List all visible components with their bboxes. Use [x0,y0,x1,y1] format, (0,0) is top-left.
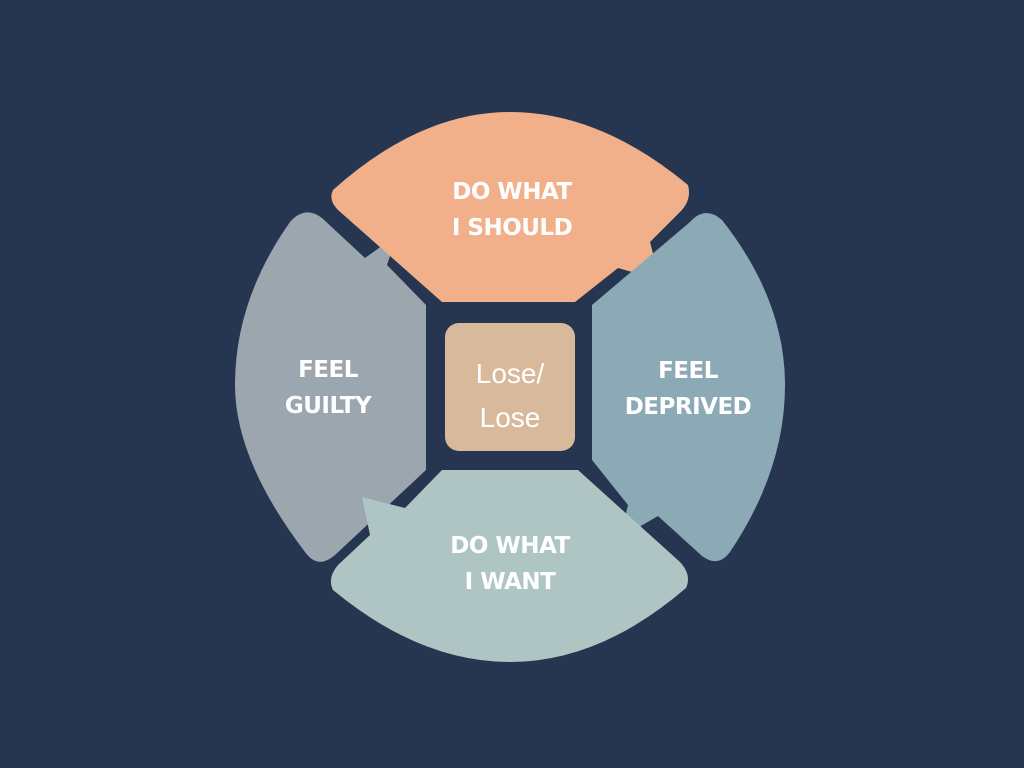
segment-do-what-i-should [331,112,689,302]
label-top-line-2: I SHOULD [452,215,572,241]
label-center-line-1: Lose/ [476,358,545,389]
label-left-line-1: FEEL [298,357,359,383]
label-center-line-2: Lose [480,402,541,433]
label-do-what-i-should: DO WHAT I SHOULD [452,179,573,241]
label-do-what-i-want: DO WHAT I WANT [450,533,571,595]
label-bottom-line-2: I WANT [465,569,556,595]
label-left-line-2: GUILTY [285,393,372,419]
label-feel-deprived: FEEL DEPRIVED [625,358,752,420]
label-center: Lose/ Lose [476,358,545,433]
label-right-line-2: DEPRIVED [625,394,752,420]
label-bottom-line-1: DO WHAT [450,533,570,559]
segment-feel-guilty [235,212,426,562]
label-feel-guilty: FEEL GUILTY [285,357,373,419]
segment-feel-deprived [592,212,785,562]
center-box [445,323,575,451]
label-top-line-1: DO WHAT [452,179,572,205]
segment-do-what-i-want [330,470,688,662]
label-right-line-1: FEEL [658,358,719,384]
